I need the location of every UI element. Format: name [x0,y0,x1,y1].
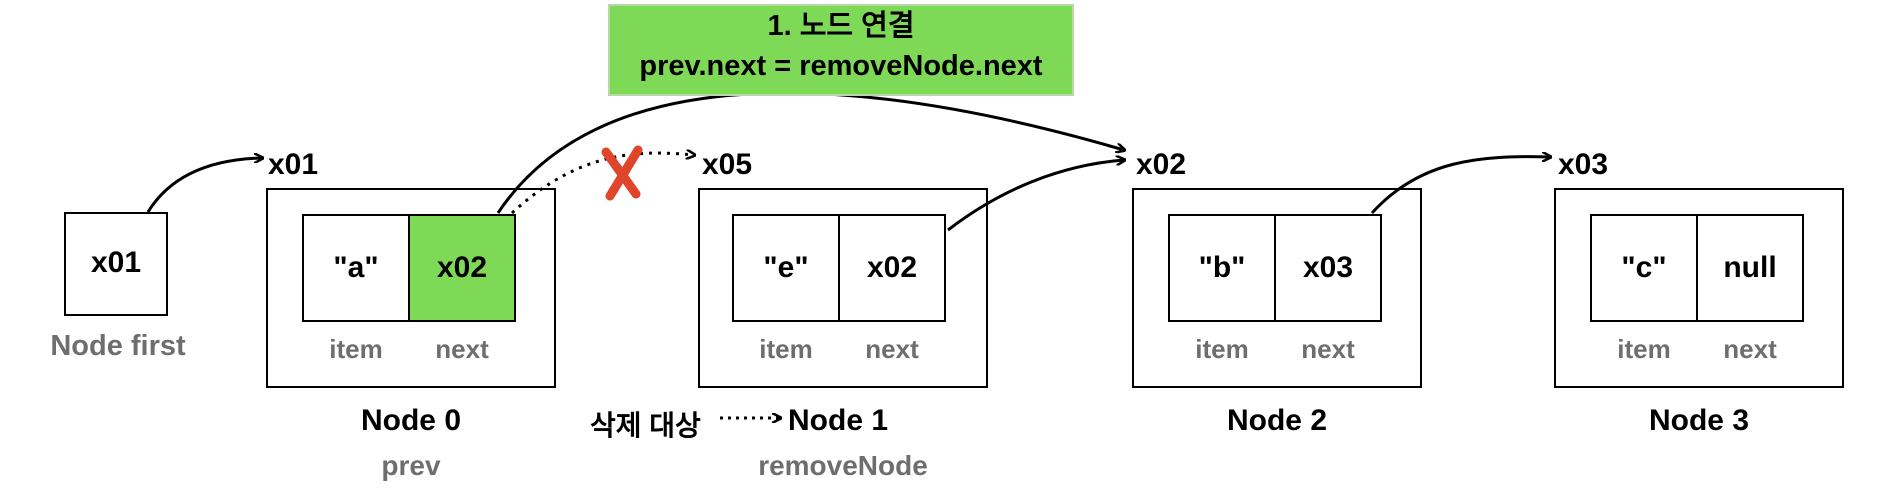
node3-next-label: next [1723,334,1777,364]
delete-target-label: 삭제 대상 [590,410,701,441]
node0-frame [266,188,556,388]
node3-item-cell: "c" [1590,214,1698,322]
node3-name: Node 3 [1648,404,1750,437]
node0-item-cell: "a" [302,214,410,322]
node3-item-label: item [1617,334,1671,364]
node0-next-cell: x02 [408,214,516,322]
node0-name: Node 0 [360,404,462,437]
step-banner: 1. 노드 연결 prev.next = removeNode.next [608,4,1074,96]
first-pointer-box [64,212,168,316]
step-title: 1. 노드 연결 [767,10,915,42]
node2-to-node3-arrow [1370,157,1550,215]
node2-next-label: next [1301,334,1355,364]
node0-address: x01 [268,148,319,181]
node1-next-cell: x02 [838,214,946,322]
node2-frame [1132,188,1422,388]
node1-name: Node 1 [788,404,889,437]
node3-address: x03 [1558,148,1609,181]
node3-next-cell: null [1696,214,1804,322]
x-mark-icon [601,145,643,201]
node0-role: prev [381,450,441,481]
first-pointer-value: x01 [90,246,142,279]
node1-item-cell: "e" [732,214,840,322]
node3-frame [1554,188,1844,388]
node1-next-label: next [865,334,919,364]
node2-item-cell: "b" [1168,214,1276,322]
node1-role: removeNode [758,450,928,481]
step-code: prev.next = removeNode.next [639,50,1043,82]
node0-item-label: item [329,334,383,364]
first-to-node0-arrow [146,158,262,213]
node1-address: x05 [702,148,753,181]
first-pointer-caption: Node first [50,330,186,362]
node1-to-node2-arrow [947,160,1124,232]
node1-frame [698,188,988,388]
node0-next-label: next [435,334,489,364]
node2-next-cell: x03 [1274,214,1382,322]
node1-item-label: item [759,334,813,364]
node2-address: x02 [1136,148,1187,181]
node2-name: Node 2 [1226,404,1328,437]
node2-item-label: item [1195,334,1249,364]
